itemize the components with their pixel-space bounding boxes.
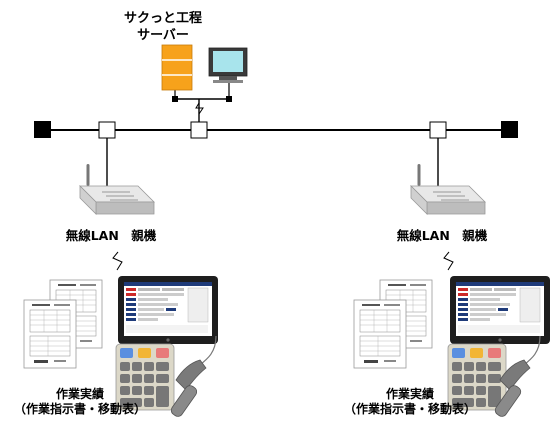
work-result-subtitle: （作業指示書・移動表） [13, 402, 146, 416]
wireless-signal-icon [112, 251, 123, 271]
work-documents-icon [23, 279, 103, 369]
junction-node [429, 121, 447, 139]
work-result-label-left: 作業実績 （作業指示書・移動表） [0, 387, 160, 417]
junction-node [190, 121, 208, 139]
terminator [501, 121, 518, 138]
junction-node [98, 121, 116, 139]
work-result-subtitle: （作業指示書・移動表） [343, 402, 476, 416]
wireless-ap-icon [410, 163, 486, 215]
server-label-line2: サーバー [137, 28, 189, 43]
server-label-line1: サクっと工程 [123, 11, 202, 26]
tablet-terminal-icon [449, 275, 551, 345]
wireless-signal-icon [195, 102, 204, 115]
work-result-title: 作業実績 [385, 387, 434, 401]
access-point-label-left: 無線LAN 親機 [65, 228, 157, 243]
access-point-label-right: 無線LAN 親機 [396, 228, 488, 243]
tablet-terminal-icon [117, 275, 219, 345]
wireless-signal-icon [443, 251, 454, 271]
pc-monitor-icon [208, 47, 248, 83]
barcode-scanner-icon [168, 335, 217, 419]
server-label: サクっと工程 サーバー [108, 10, 218, 44]
barcode-scanner-icon [492, 335, 541, 419]
terminator [34, 121, 51, 138]
bus-node [172, 96, 178, 102]
work-result-label-right: 作業実績 （作業指示書・移動表） [330, 387, 490, 417]
work-result-title: 作業実績 [55, 387, 104, 401]
wireless-ap-icon [79, 163, 155, 215]
work-documents-icon [353, 279, 433, 369]
server-icon [161, 44, 193, 91]
bus-node [226, 96, 232, 102]
